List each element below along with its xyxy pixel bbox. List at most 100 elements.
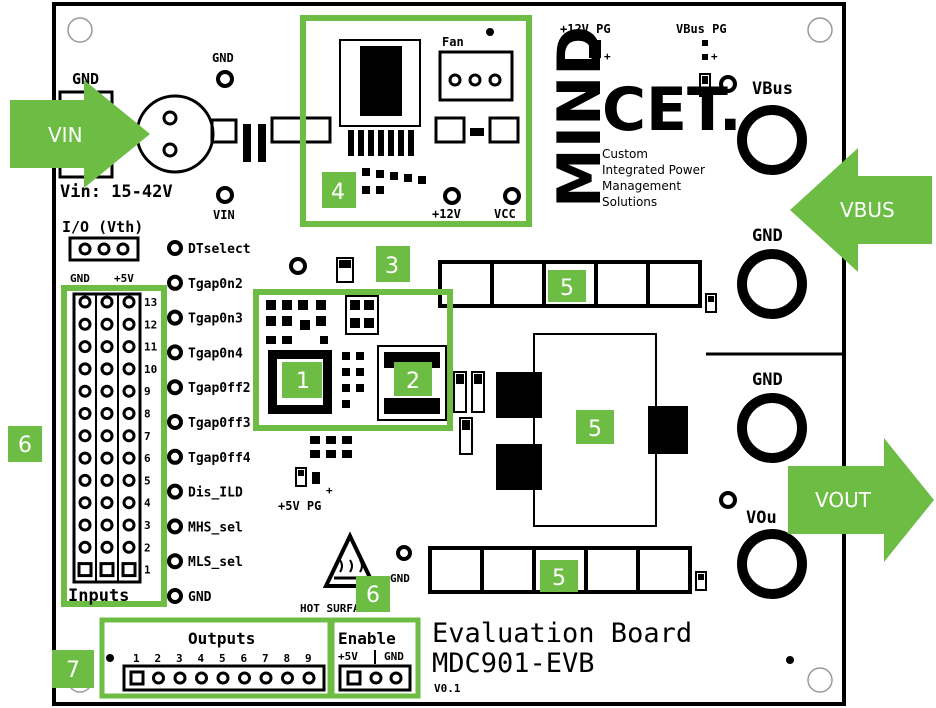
output-number: 4: [198, 652, 205, 665]
output-pin: [152, 671, 165, 685]
vbus-arrow: [790, 148, 932, 272]
row-number: 10: [144, 363, 157, 376]
row-number: 7: [144, 430, 151, 443]
mounting-hole: [807, 17, 833, 43]
inductor-row-top: [438, 260, 702, 308]
output-pin: [173, 671, 187, 685]
vout-arrow: [788, 438, 934, 562]
vbus-terminal: [737, 105, 807, 175]
vbus-arrow-label: VBUS: [840, 198, 895, 222]
marker-5-bottom: [540, 560, 578, 592]
output-number: 7: [262, 652, 269, 665]
header-pin: [78, 362, 92, 376]
signal-testpoint: [167, 414, 183, 430]
outputs-label: Outputs: [188, 629, 255, 648]
header-pin: [122, 362, 136, 376]
output-number: 5: [219, 652, 226, 665]
svg-text:+: +: [711, 50, 718, 63]
header-pin: [122, 317, 136, 331]
marker-6-enable: [356, 576, 390, 612]
header-pin-square: [121, 562, 137, 578]
marker-6-left-label: 6: [18, 433, 32, 458]
header-pin: [100, 317, 114, 331]
highlight-box-3: [253, 289, 453, 431]
vin-range-label: Vin: 15-42V: [60, 182, 173, 202]
marker-3-label: 3: [385, 254, 399, 279]
marker-2: [394, 362, 432, 396]
fan-label: Fan: [442, 35, 464, 49]
signal-testpoint: [167, 553, 183, 570]
row-number: 11: [144, 341, 158, 354]
signal-label: Dis_ILD: [188, 486, 243, 501]
vout-terminal: [737, 529, 807, 599]
header-pin: [122, 540, 136, 554]
header-pin: [78, 384, 92, 398]
row-number: 1: [144, 564, 151, 577]
output-number: 8: [284, 652, 291, 665]
header-pin: [122, 407, 136, 420]
marker-5-top: [548, 270, 586, 302]
input-header: [72, 292, 142, 584]
inputs-label: Inputs: [68, 586, 129, 606]
signal-label: DTselect: [188, 242, 251, 257]
signal-label: Tgap0ff4: [188, 451, 251, 466]
output-pin: [302, 671, 316, 685]
header-pin: [78, 496, 92, 510]
output-pin: [195, 671, 208, 685]
output-header-pins: [129, 670, 316, 686]
marker-5-center: [576, 410, 614, 444]
gnd-terminal-label-1: GND: [752, 226, 783, 246]
header-pin: [122, 518, 136, 532]
header-pin: [100, 384, 114, 398]
vcc-label: VCC: [494, 207, 516, 221]
marker-5-center-label: 5: [588, 417, 602, 442]
row-number: 13: [144, 296, 157, 309]
signal-label: Tgap0n3: [188, 312, 243, 327]
header-pin: [100, 340, 114, 354]
version-label: V0.1: [434, 682, 461, 695]
signal-testpoint: [167, 518, 183, 535]
header-pin: [78, 340, 92, 354]
marker-2-label: 2: [406, 369, 420, 394]
logo-tagline-2: Integrated Power: [602, 163, 705, 177]
marker-1: [282, 362, 322, 398]
header-pin: [100, 496, 114, 510]
output-pin: [216, 671, 230, 685]
output-header: [122, 664, 326, 692]
signal-testpoint: [167, 483, 183, 500]
output-number: 2: [155, 652, 162, 665]
header-pin: [122, 496, 136, 510]
gnd-terminal-1: [737, 249, 807, 319]
marker-5-bottom-label: 5: [552, 566, 566, 591]
io-vth-label: I/O (Vth): [62, 218, 143, 236]
signal-testpoint: [167, 274, 183, 291]
header-pin: [78, 540, 92, 554]
row-number: 2: [144, 541, 151, 554]
header-pin: [78, 429, 92, 443]
header-pin: [122, 473, 136, 487]
header-pin: [122, 295, 136, 309]
hot-surface-icon: [322, 531, 378, 588]
mounting-hole: [807, 667, 833, 693]
signal-label: GND: [188, 590, 212, 605]
logo-tagline-1: Custom: [602, 147, 648, 161]
header-pin: [122, 340, 136, 354]
io-5v-label: +5V: [114, 272, 134, 285]
svg-text:+: +: [326, 484, 333, 497]
signal-label: Tgap0ff3: [188, 416, 251, 431]
enable-header: [338, 664, 412, 692]
row-number: 4: [144, 497, 151, 510]
plus12v-label: +12V: [432, 207, 461, 221]
vin-testpoint-label: VIN: [213, 208, 235, 222]
highlight-box-enable: [329, 617, 421, 699]
input-header-pins: [77, 295, 137, 578]
center-gnd-label: GND: [390, 572, 410, 585]
testpoint: [216, 70, 234, 88]
header-pin: [100, 518, 114, 532]
marker-7-label: 7: [66, 658, 80, 683]
signal-label: MHS_sel: [188, 520, 243, 535]
marker-7: [52, 650, 94, 688]
output-number: 6: [241, 652, 248, 665]
header-pin: [100, 429, 114, 443]
